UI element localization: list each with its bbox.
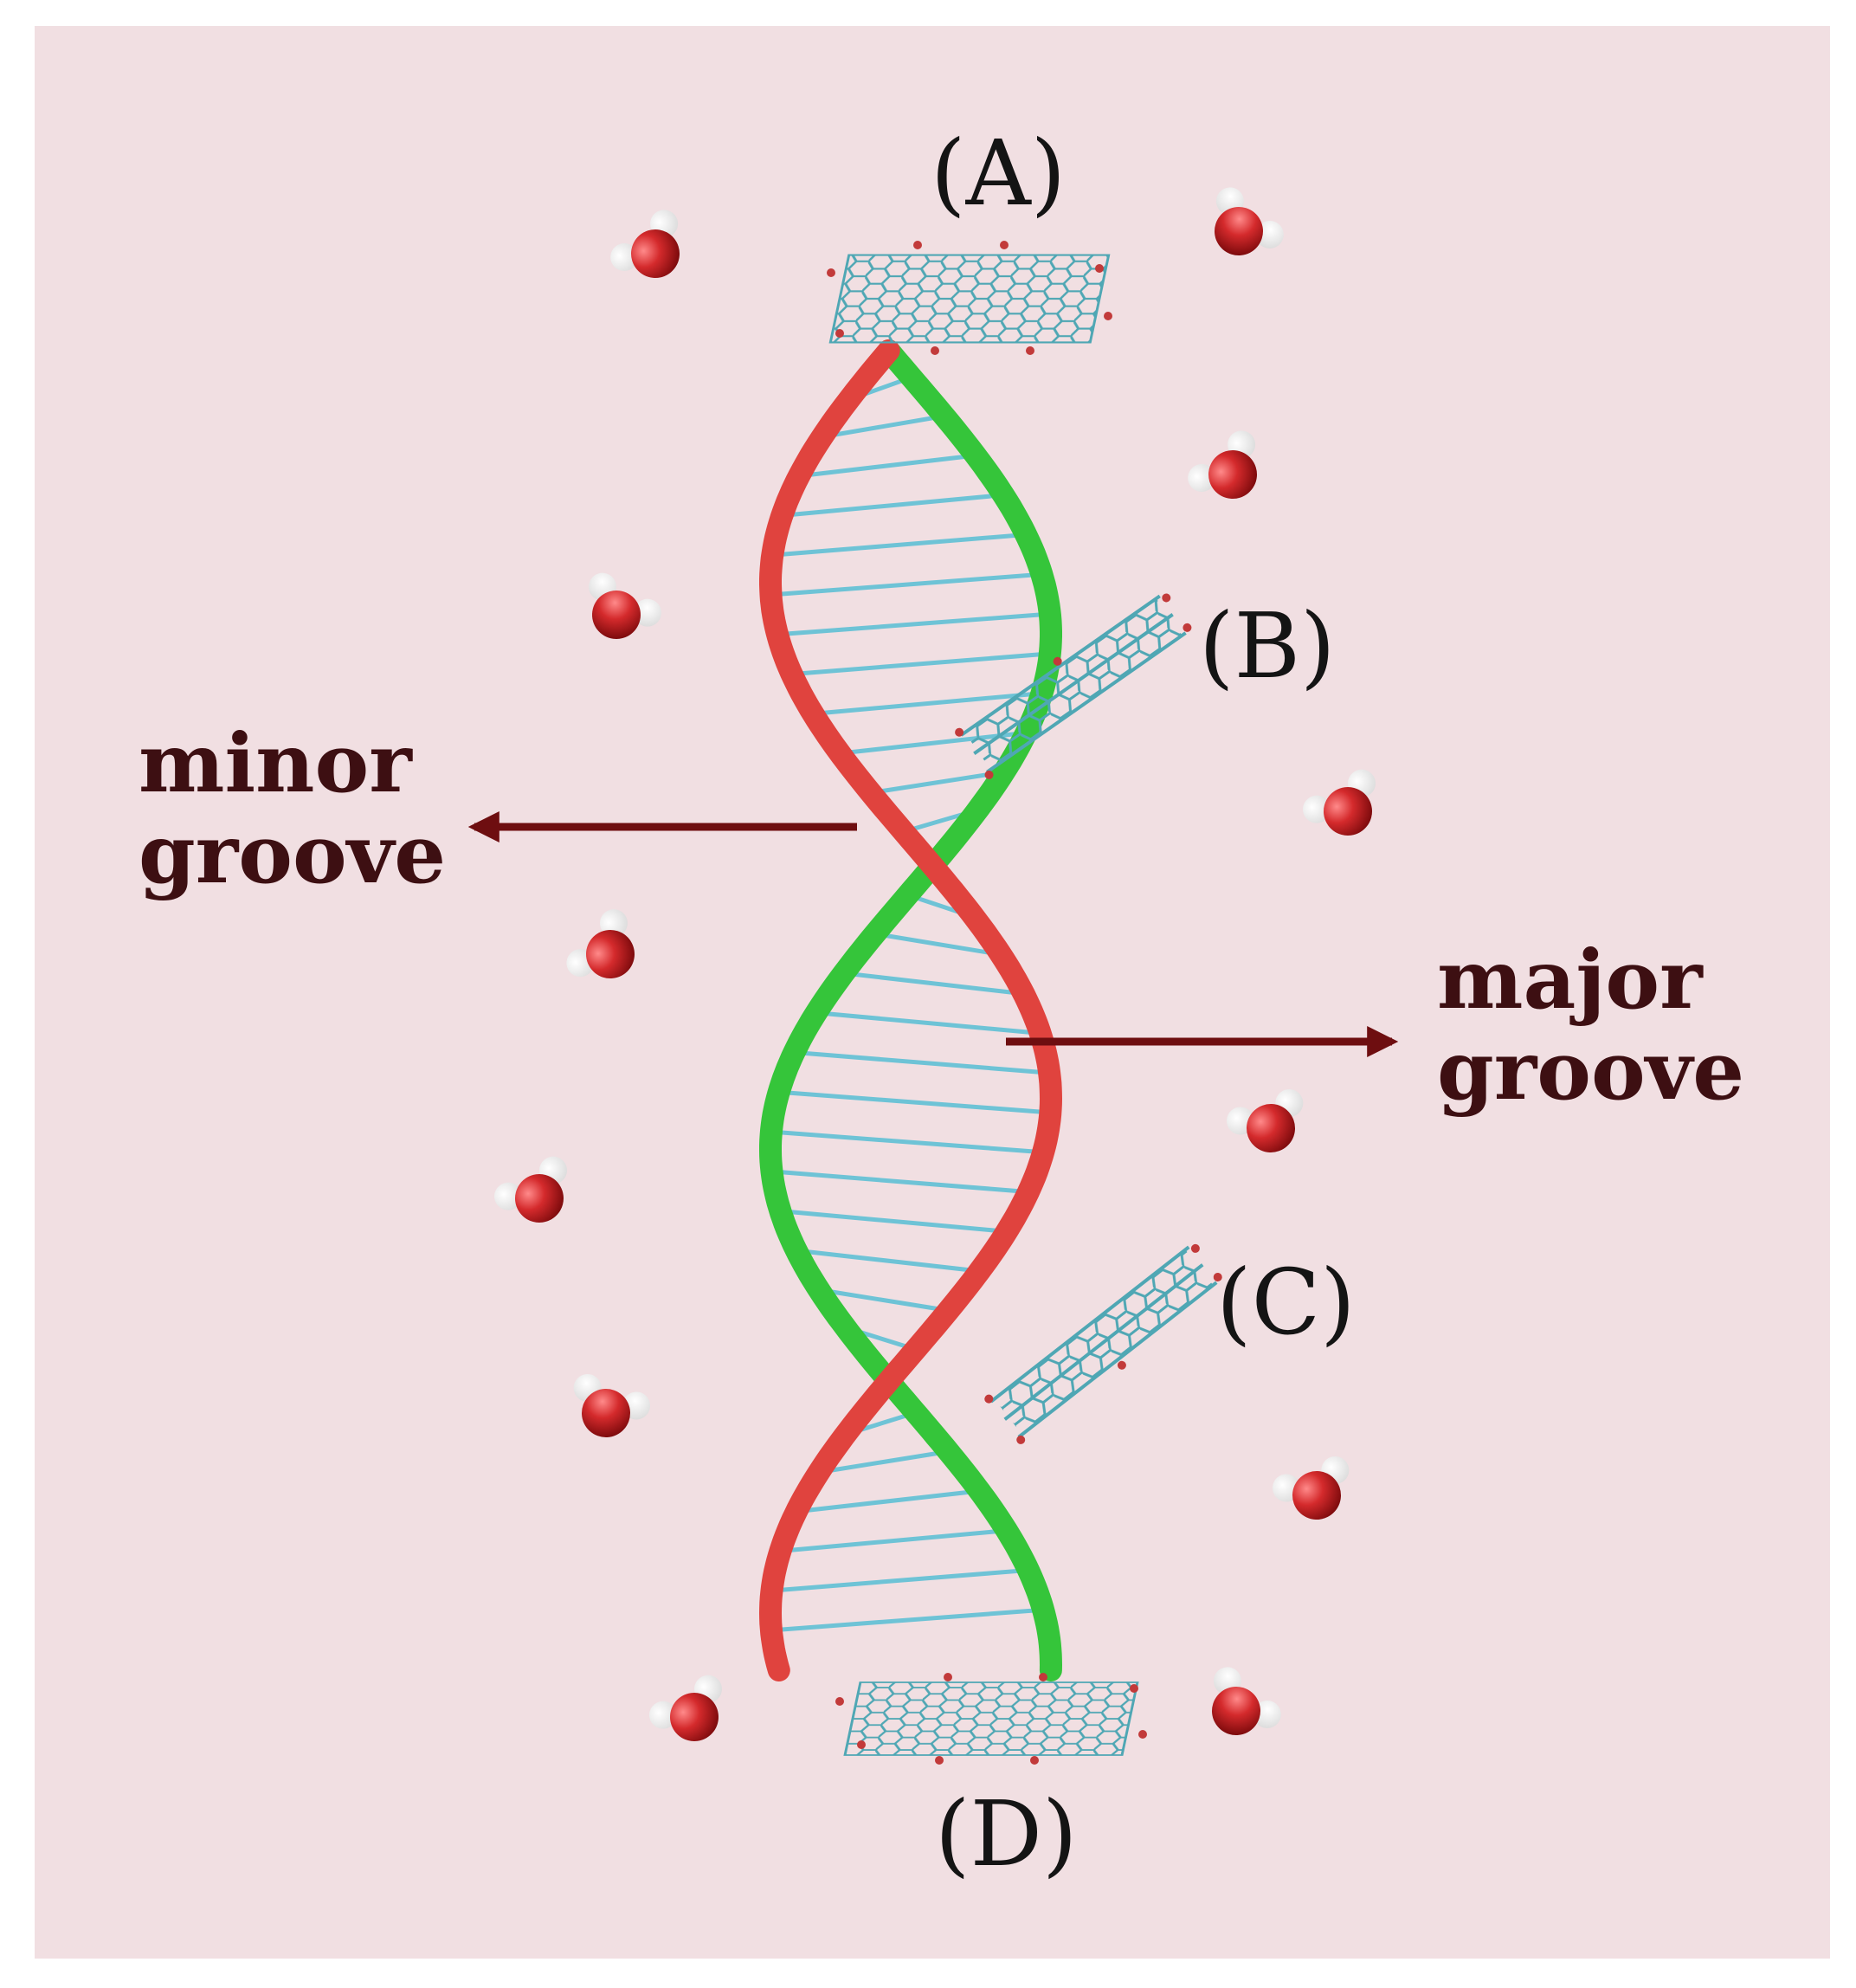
base-pair (770, 571, 1045, 597)
major-groove-label-line1: major (1437, 933, 1703, 1028)
water-molecule-icon (649, 1675, 722, 1741)
water-molecule-icon (494, 1156, 567, 1223)
base-pair (775, 611, 1051, 637)
water-molecule-icon (1188, 430, 1257, 499)
site-label-c: (C) (1216, 1249, 1356, 1355)
major-groove-label-line2: groove (1437, 1023, 1745, 1120)
graphene-oxide-sheet-c-icon (984, 1243, 1222, 1444)
base-pair (785, 492, 1010, 518)
water-molecule-icon (1212, 1667, 1281, 1735)
base-pair (867, 930, 994, 956)
minor-groove-label-line1: minor (139, 716, 412, 811)
major-groove-label: major groove (1437, 933, 1745, 1120)
dna-double-helix-icon (758, 339, 1063, 1681)
base-pair (773, 1169, 1034, 1195)
water-molecule-icon (1303, 769, 1376, 836)
water-molecule-icon (1272, 1456, 1350, 1520)
base-pair (809, 1010, 1037, 1036)
water-molecule-icon (1215, 187, 1284, 255)
graphene-oxide-sheet-b-icon (955, 593, 1192, 779)
base-pair (826, 1448, 957, 1474)
site-label-d: (D) (935, 1781, 1078, 1887)
graphene-oxide-sheet-a-icon (827, 241, 1112, 355)
green-strand (759, 339, 1063, 1681)
base-pair (826, 1288, 957, 1314)
water-molecules (494, 187, 1376, 1741)
base-pair (783, 1209, 1014, 1235)
base-pairs (770, 372, 1052, 1633)
water-molecule-icon (1226, 1088, 1304, 1152)
red-strand (758, 339, 1063, 1681)
base-pair (804, 452, 983, 478)
site-label-a: (A) (931, 120, 1067, 226)
water-molecule-icon (589, 572, 661, 639)
base-pair (770, 1129, 1047, 1155)
base-pair (807, 691, 1039, 717)
base-pair (787, 651, 1049, 677)
graphene-oxide-sheet-d-icon (835, 1673, 1147, 1765)
water-molecule-icon (566, 909, 635, 978)
base-pair (776, 1089, 1052, 1115)
base-pair (802, 1488, 987, 1514)
base-pair (770, 1607, 1047, 1633)
base-pair (789, 1049, 1048, 1075)
base-pair (802, 1249, 987, 1275)
base-pair (774, 532, 1031, 558)
site-label-b: (B) (1199, 593, 1336, 699)
water-molecule-icon (573, 1373, 651, 1437)
base-pair (773, 1567, 1034, 1593)
base-pair (783, 1527, 1014, 1553)
base-pair (836, 970, 1019, 996)
minor-groove-label: minor groove (139, 716, 447, 903)
water-molecule-icon (610, 210, 680, 278)
base-pair (862, 771, 997, 797)
minor-groove-label-line2: groove (139, 807, 447, 903)
